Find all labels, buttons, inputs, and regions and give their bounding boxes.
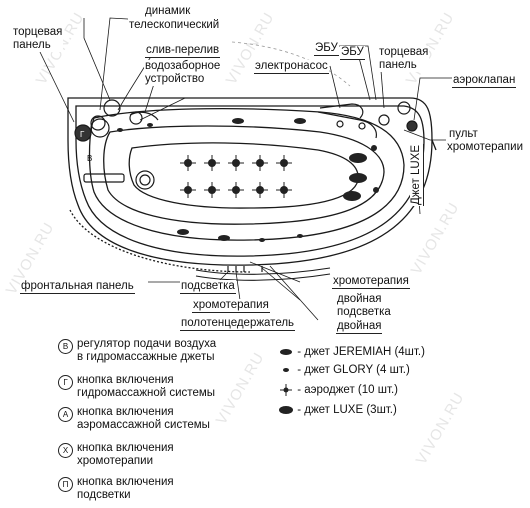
control-slider — [83, 173, 125, 183]
jet-legend-item: - джет JEREMIAH (4шт.) — [278, 346, 425, 359]
jeremiah-jet-icon — [232, 118, 244, 124]
callout-end-panel-left: торцевая панель — [12, 26, 64, 52]
callout-remote: пульт хромотерапии — [446, 128, 524, 154]
jeremiah-jet-icon — [280, 348, 292, 355]
panel-letter-g: Г — [80, 130, 85, 139]
aero-jet-icon — [280, 384, 292, 396]
jet-legend-item: - аэроджет (10 шт.) — [278, 384, 398, 397]
glory-jet-icon — [117, 128, 123, 132]
callout-ebu-2: ЭБУ — [340, 46, 365, 60]
callout-chromo-1: хромотерапия — [332, 275, 410, 289]
front-panel-arc — [195, 267, 331, 275]
glory-jet-icon — [283, 367, 289, 372]
callout-double-backlight: двойная подсветка — [336, 293, 392, 319]
drain-plug — [135, 170, 155, 190]
callout-airvalve: аэроклапан — [452, 74, 517, 88]
luxe-jet-icon — [349, 173, 367, 183]
jeremiah-jet-icon — [218, 235, 230, 241]
luxe-jet-icon — [343, 191, 361, 201]
glory-jet-icon — [259, 238, 265, 242]
luxe-jet-icon — [349, 153, 367, 163]
tub-bowl — [103, 125, 385, 225]
callout-towel-holder: полотенцедержатель — [180, 317, 296, 331]
tub-outer-contour — [67, 97, 433, 266]
luxe-jet-icon — [279, 405, 293, 414]
callout-end-panel-right: торцевая панель — [378, 46, 430, 72]
glory-jet-icon — [147, 123, 153, 127]
tub-floor — [128, 142, 359, 209]
callout-speaker: динамик телескопический — [128, 4, 221, 32]
callout-electropump: электронасос — [254, 60, 329, 74]
tub-rim — [75, 105, 425, 257]
jeremiah-jet-icon — [177, 229, 189, 235]
jet-legend-item: - джет GLORY (4 шт.) — [278, 364, 410, 377]
callout-backlight: подсветка — [180, 280, 236, 294]
panel-letter-v: В — [87, 154, 93, 163]
callout-chromo-2: хромотерапия — [192, 299, 270, 313]
tub-inner-rim — [88, 107, 405, 241]
callout-ebu-1: ЭБУ — [314, 42, 339, 56]
callout-overflow: слив-перелив — [145, 44, 221, 58]
callout-front-panel: фронтальная панель — [20, 280, 135, 294]
callout-jet-luxe: Джет LUXE — [410, 144, 424, 206]
callout-double: двойная — [336, 320, 383, 334]
glory-jet-icon — [297, 234, 303, 238]
jeremiah-jet-icon — [294, 118, 306, 124]
jet-legend-item: - джет LUXE (3шт.) — [278, 404, 397, 417]
callout-intake: водозаборное устройство — [144, 60, 222, 86]
